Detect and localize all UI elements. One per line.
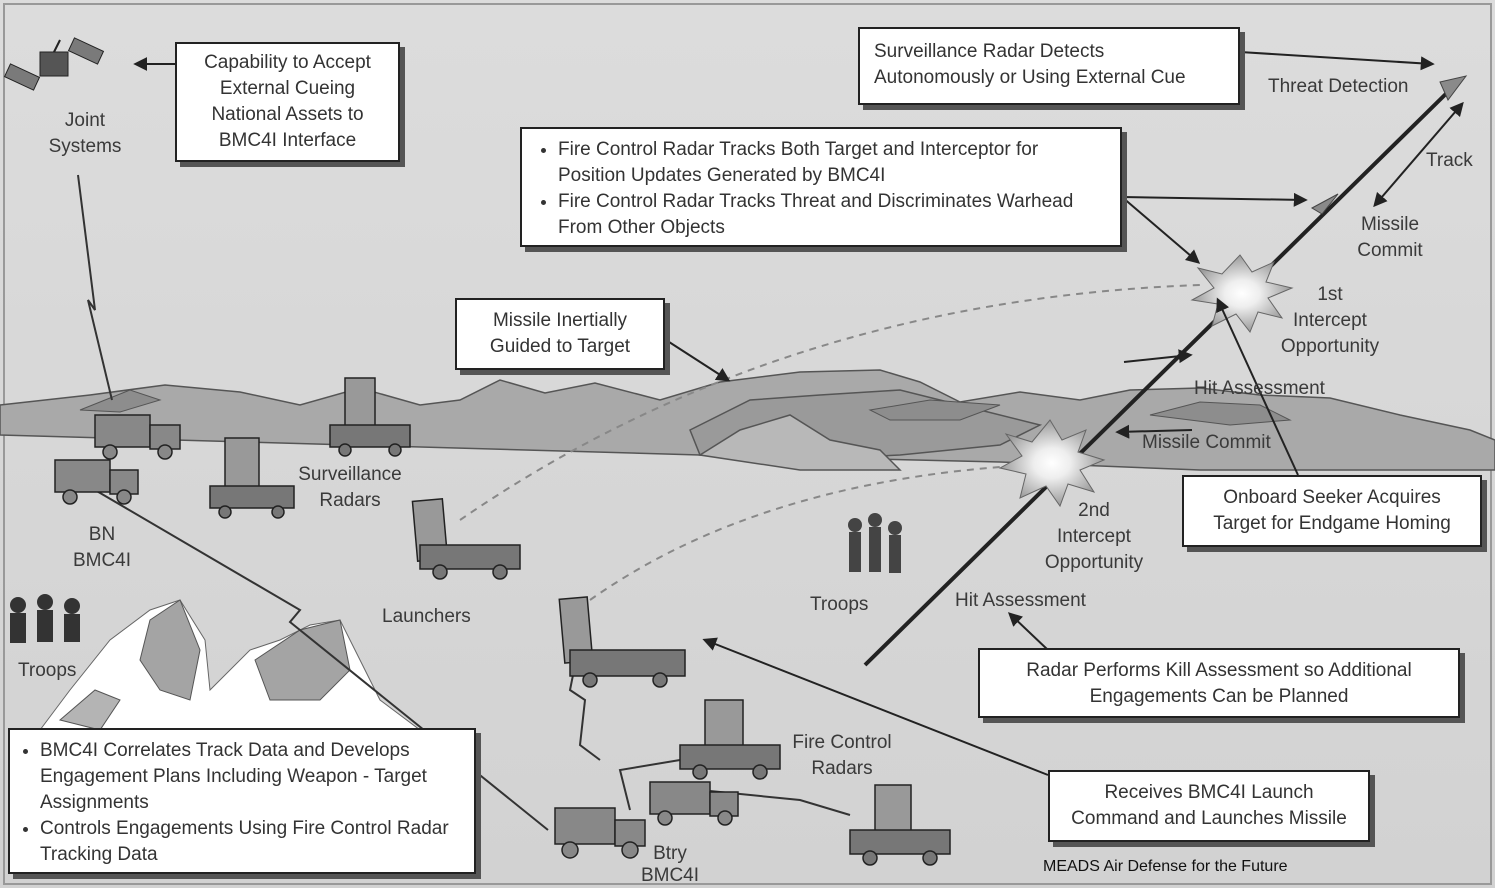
troops-left-label: Troops bbox=[18, 660, 77, 681]
launcher-vehicle-icon bbox=[411, 497, 521, 580]
command-truck-icon bbox=[554, 781, 739, 859]
fire-control-bullet-2: Fire Control Radar Tracks Threat and Dis… bbox=[558, 189, 1110, 241]
missile-guided-line-2: Guided to Target bbox=[489, 336, 631, 357]
threat-missile-icon bbox=[1439, 75, 1468, 101]
threat-missile-icon bbox=[1310, 193, 1339, 215]
missile-commit-lower-label: Missile Commit bbox=[1142, 432, 1271, 453]
troops-center-label: Troops bbox=[810, 594, 869, 615]
launch-command-line-2: Command and Launches Missile bbox=[1071, 808, 1347, 829]
threat-detection-label: Threat Detection bbox=[1268, 76, 1409, 97]
radar-vehicle-icon bbox=[679, 699, 781, 780]
cueing-line-2: External Cueing bbox=[219, 78, 356, 99]
onboard-seeker-line-1: Onboard Seeker Acquires bbox=[1223, 487, 1441, 508]
comm-link-bn-to-btry bbox=[94, 489, 549, 831]
kill-assessment-line-1: Radar Performs Kill Assessment so Additi… bbox=[1026, 660, 1412, 681]
hit-assessment-lower-label: Hit Assessment bbox=[955, 590, 1086, 611]
figure-caption: MEADS Air Defense for the Future bbox=[1043, 858, 1288, 875]
bmc4i-bullet-2: Controls Engagements Using Fire Control … bbox=[40, 816, 466, 868]
launcher-vehicle-icon bbox=[558, 596, 686, 688]
launchers-label: Launchers bbox=[382, 606, 471, 627]
surveillance-radar-line-1: Surveillance Radar Detects bbox=[874, 41, 1105, 62]
kill-assessment-box: Radar Performs Kill Assessment so Additi… bbox=[978, 648, 1460, 718]
troops-icon bbox=[848, 513, 902, 573]
satellite-icon bbox=[3, 37, 105, 91]
radar-vehicle-icon bbox=[849, 784, 951, 866]
hit-assessment-upper-label: Hit Assessment bbox=[1194, 378, 1325, 399]
surveillance-radar-box: Surveillance Radar Detects Autonomously … bbox=[858, 27, 1240, 105]
interceptor-path-2 bbox=[589, 464, 1031, 601]
troops-icon bbox=[10, 594, 80, 643]
fire-control-box: Fire Control Radar Tracks Both Target an… bbox=[520, 127, 1122, 247]
cueing-line-4: BMC4I Interface bbox=[218, 130, 357, 151]
radar-vehicle-icon bbox=[329, 377, 411, 457]
fire-control-bullet-1: Fire Control Radar Tracks Both Target an… bbox=[558, 137, 1110, 189]
comm-link-btry-radars bbox=[618, 759, 681, 811]
bmc4i-box: BMC4I Correlates Track Data and Develops… bbox=[8, 728, 476, 874]
cueing-box: Capability to Accept External Cueing Nat… bbox=[175, 42, 400, 162]
bmc4i-bullet-1: BMC4I Correlates Track Data and Develops… bbox=[40, 738, 466, 816]
onboard-seeker-box: Onboard Seeker Acquires Target for Endga… bbox=[1182, 475, 1482, 547]
command-truck-icon bbox=[54, 414, 181, 505]
launch-command-box: Receives BMC4I Launch Command and Launch… bbox=[1048, 770, 1370, 842]
missile-guided-box: Missile Inertially Guided to Target bbox=[455, 298, 665, 370]
threat-trajectory bbox=[863, 78, 1462, 667]
cueing-line-3: National Assets to bbox=[211, 104, 364, 125]
explosion-icon bbox=[998, 419, 1106, 508]
comm-link-joint bbox=[77, 174, 113, 401]
missile-guided-line-1: Missile Inertially bbox=[492, 310, 628, 331]
cueing-line-1: Capability to Accept bbox=[204, 52, 371, 73]
onboard-seeker-line-2: Target for Endgame Homing bbox=[1213, 513, 1451, 534]
kill-assessment-line-2: Engagements Can be Planned bbox=[1089, 686, 1349, 707]
radar-vehicle-icon bbox=[209, 437, 295, 519]
surveillance-radar-line-2: Autonomously or Using External Cue bbox=[874, 67, 1186, 88]
interceptor-path-1 bbox=[459, 284, 1201, 521]
track-label: Track bbox=[1426, 150, 1473, 171]
launch-command-line-1: Receives BMC4I Launch bbox=[1104, 782, 1314, 803]
